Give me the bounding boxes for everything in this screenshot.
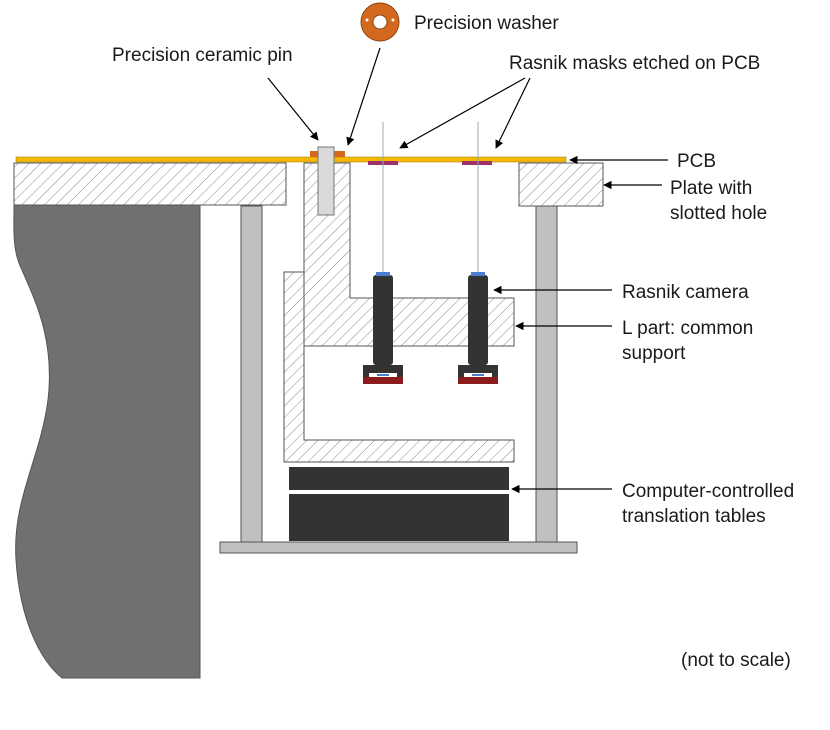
label-rasnik-camera: Rasnik camera: [622, 282, 749, 303]
label-rasnik-masks: Rasnik masks etched on PCB: [509, 53, 760, 74]
label-scale-note: (not to scale): [681, 650, 791, 671]
plate-right-block: [518, 162, 604, 207]
rasnik-camera-1: [363, 272, 403, 384]
rasnik-mask-2: [462, 161, 492, 165]
ceramic-pin: [317, 146, 335, 216]
arrow-mask-1: [399, 77, 526, 149]
label-precision-ceramic-pin: Precision ceramic pin: [112, 45, 293, 66]
arrow-ceramic-pin: [267, 77, 319, 141]
ground-wall: [13, 204, 201, 679]
l-part-common-support: [303, 162, 515, 347]
label-tables-line1: Computer-controlled: [622, 481, 794, 502]
label-tables-line2: translation tables: [622, 506, 766, 527]
arrow-mask-2: [495, 77, 531, 149]
translation-table-bottom: [289, 494, 509, 541]
plate-left-block: [13, 162, 287, 206]
label-plate-line2: slotted hole: [670, 203, 767, 224]
right-column: [535, 205, 558, 543]
label-precision-washer: Precision washer: [414, 13, 559, 34]
label-l-part-line1: L part: common: [622, 318, 753, 339]
rasnik-camera-2: [458, 272, 498, 384]
label-plate-line1: Plate with: [670, 178, 752, 199]
arrow-washer: [346, 47, 381, 146]
label-l-part-line2: support: [622, 343, 686, 364]
translation-table-top: [289, 467, 509, 490]
baseplate: [219, 541, 578, 554]
left-column: [240, 205, 263, 543]
washer-icon: [360, 2, 400, 42]
label-pcb: PCB: [677, 151, 716, 172]
pcb-board: [15, 156, 567, 163]
